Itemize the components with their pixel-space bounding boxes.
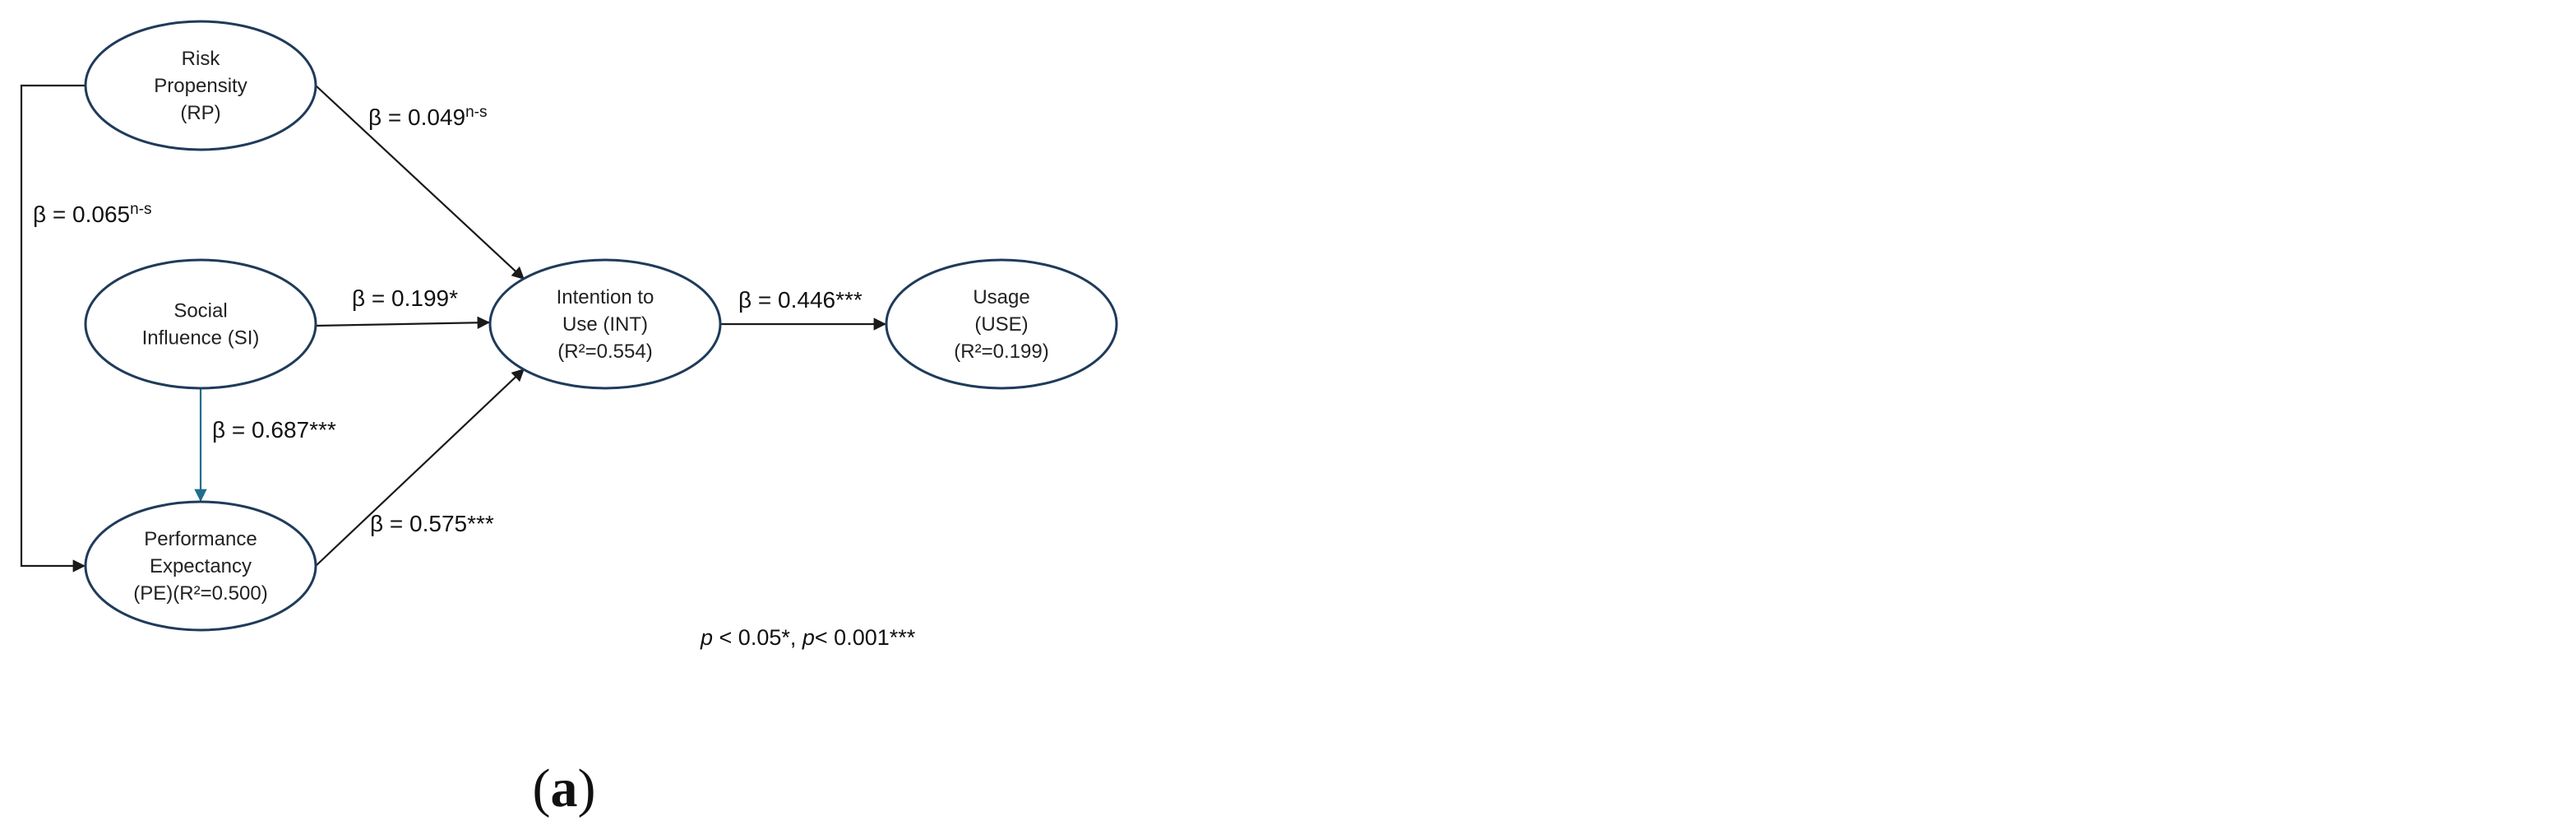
usage-ellipse <box>885 258 1118 390</box>
path-coefficient: β = 0.687*** <box>212 417 336 443</box>
significance-superscript: n-s <box>465 104 487 121</box>
performance-expectancy-text-line: Expectancy <box>150 555 252 577</box>
panel-label: (a) <box>533 758 596 818</box>
path-coefficient: β = 0.199* <box>352 285 458 311</box>
usage-text-line: (R²=0.199) <box>954 341 1048 363</box>
path-int-use-label: β = 0.446*** <box>738 287 863 313</box>
usage-text-line: (USE) <box>974 313 1028 336</box>
significance-note-part: < 0.05*, <box>713 625 802 650</box>
social-influence-text-line: Influence (SI) <box>142 327 260 350</box>
path-rp-int-label: β = 0.049n-s <box>368 104 488 130</box>
intention-to-use-node: Intention to Use (INT) (R²=0.554) <box>488 258 722 390</box>
edge-pe-to-int <box>315 368 525 567</box>
significance-note-part: < 0.001*** <box>815 625 916 650</box>
edge-rp-to-int <box>315 85 525 280</box>
path-coefficient: β = 0.065 <box>33 202 130 227</box>
intention-to-use-text-line: Use (INT) <box>562 313 648 336</box>
panel-label-close-paren: ) <box>578 758 596 818</box>
risk-propensity-text-line: Propensity <box>154 75 247 97</box>
social-influence-text-line: Social <box>173 300 227 322</box>
significance-note: p < 0.05*, p< 0.001*** <box>700 625 916 650</box>
performance-expectancy-ellipse <box>84 500 317 632</box>
path-si-pe-label: β = 0.687*** <box>212 417 336 443</box>
risk-propensity-text-line: (RP) <box>180 102 220 124</box>
path-coefficient: β = 0.575*** <box>370 511 494 536</box>
significance-note-part: p <box>700 625 713 650</box>
usage-node: Usage (USE) (R²=0.199) <box>885 258 1118 390</box>
significance-superscript: n-s <box>130 201 151 218</box>
path-coefficient: β = 0.049 <box>368 104 465 130</box>
intention-to-use-text-line: (R²=0.554) <box>557 341 652 363</box>
path-si-int-label: β = 0.199* <box>352 285 458 311</box>
intention-to-use-ellipse <box>488 258 722 390</box>
usage-text-line: Usage <box>973 286 1029 308</box>
risk-propensity-text-line: Risk <box>182 48 221 70</box>
path-coefficient: β = 0.446*** <box>738 287 863 313</box>
intention-to-use-text-line: Intention to <box>557 286 654 308</box>
risk-propensity-ellipse <box>84 20 317 151</box>
performance-expectancy-text-line: Performance <box>144 528 257 550</box>
social-influence-ellipse <box>84 258 317 390</box>
edge-rp-to-pe <box>20 84 87 572</box>
significance-note-part: p <box>802 625 815 650</box>
panel-label-open-paren: ( <box>533 758 551 818</box>
edge-si-to-int <box>315 316 491 329</box>
path-rp-pe-label: β = 0.065n-s <box>33 201 152 227</box>
performance-expectancy-text-line: (PE)(R²=0.500) <box>133 582 267 605</box>
path-pe-int-label: β = 0.575*** <box>370 511 494 536</box>
panel-label-letter: a <box>551 758 578 818</box>
